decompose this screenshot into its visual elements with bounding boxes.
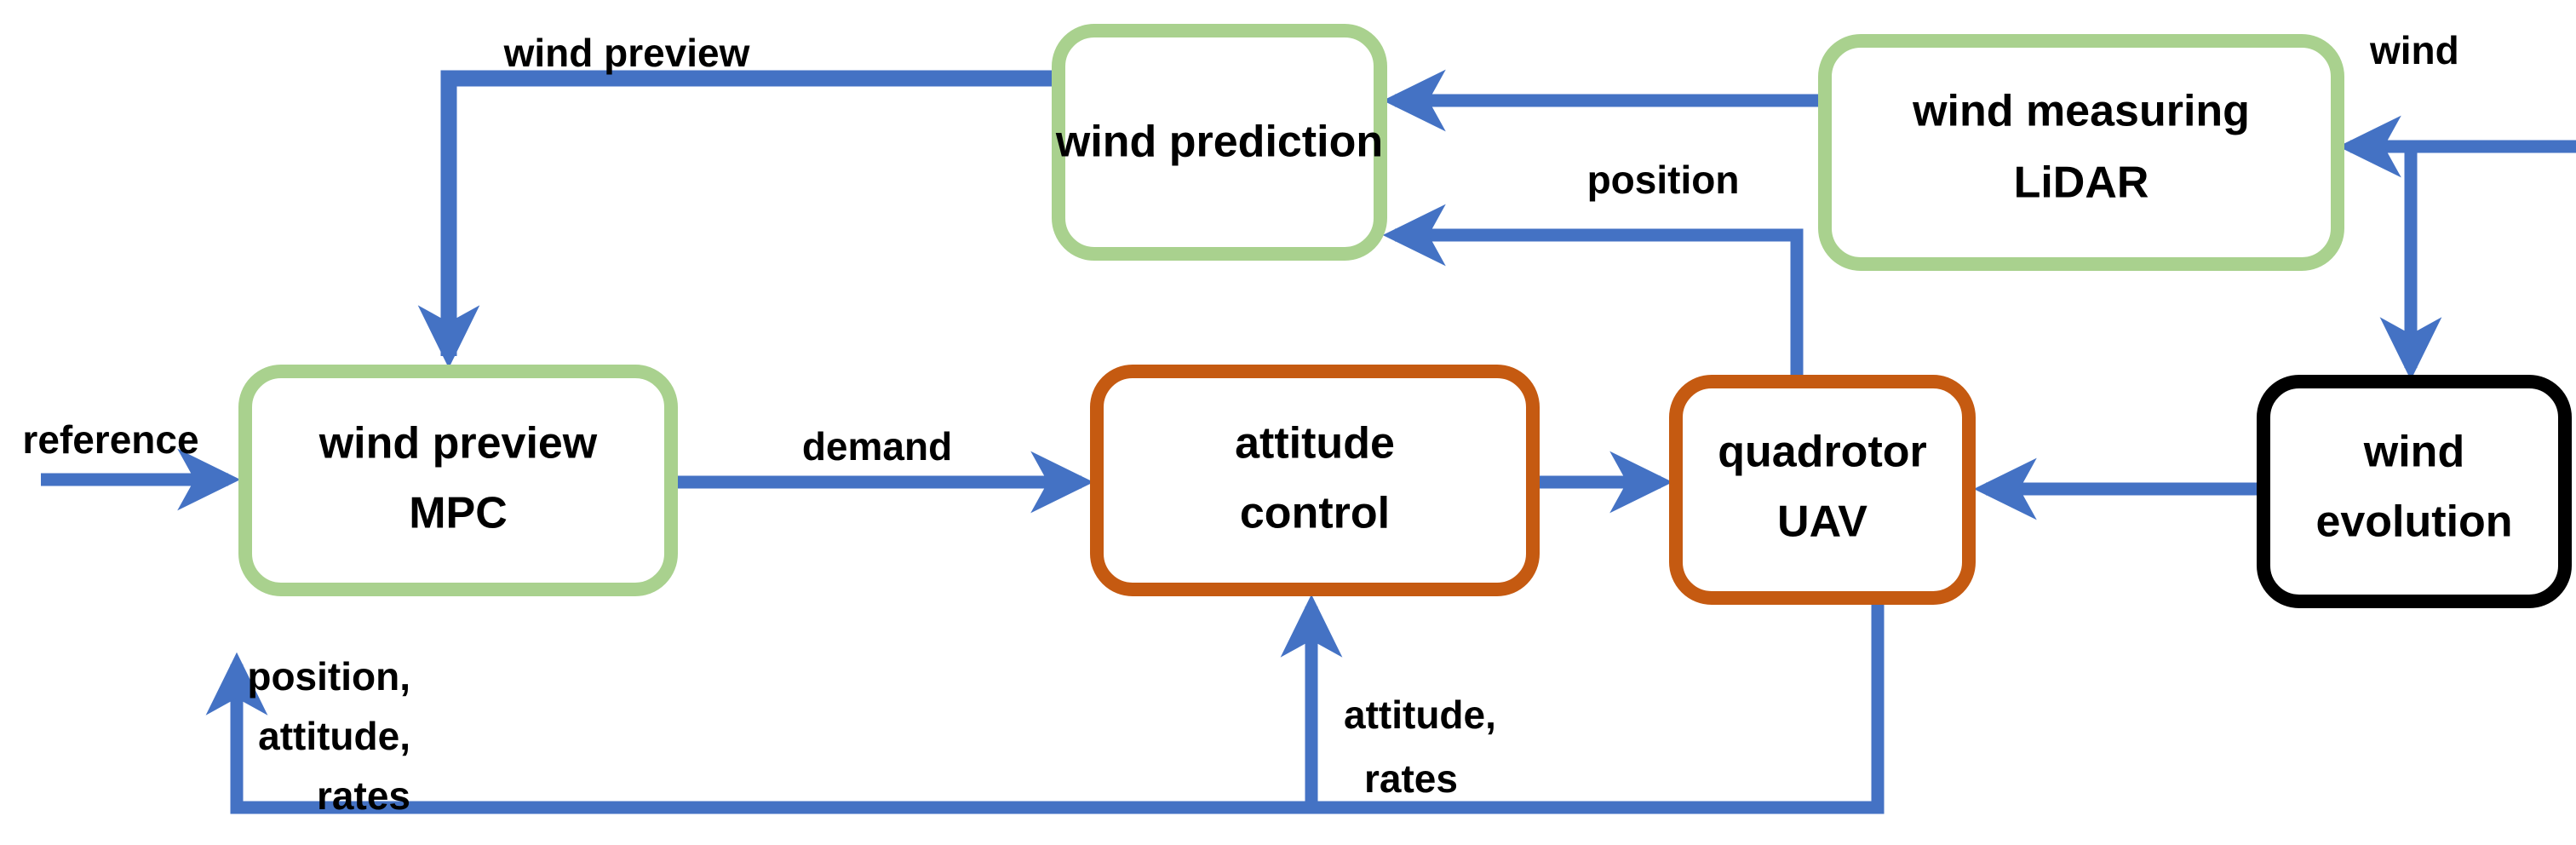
block-wind-measuring-lidar-label-1: wind measuring <box>1912 87 2250 136</box>
block-wind-measuring-lidar-label-2: LiDAR <box>2014 158 2149 208</box>
block-wind-preview-mpc-border <box>238 365 678 596</box>
block-quadrotor-uav-border <box>1669 375 1976 605</box>
signal-label-inner-attitude: attitude, <box>1344 693 1496 737</box>
signal-label-inner-rates: rates <box>1364 756 1458 801</box>
signal-label-wind-preview: wind preview <box>503 31 750 75</box>
block-attitude-control[interactable]: attitude control <box>1090 365 1540 596</box>
block-wind-prediction-label-1: wind prediction <box>1055 118 1383 167</box>
block-wind-preview-mpc[interactable]: wind preview MPC <box>238 365 678 596</box>
block-quadrotor-uav-label-2: UAV <box>1777 497 1867 547</box>
signal-label-feedback-attitude: attitude, <box>258 714 410 758</box>
block-wind-evolution-label-2: evolution <box>2315 497 2512 547</box>
block-wind-evolution[interactable]: wind evolution <box>2257 375 2572 608</box>
connection-prediction-to-mpc <box>417 70 1059 369</box>
block-wind-prediction[interactable]: wind prediction <box>1052 24 1387 261</box>
block-quadrotor-uav[interactable]: quadrotor UAV <box>1669 375 1976 605</box>
signal-label-position: position <box>1587 158 1740 202</box>
signal-label-reference: reference <box>22 417 198 462</box>
signal-label-demand: demand <box>802 424 952 468</box>
connection-quadrotor-feedback-bus <box>205 598 1885 814</box>
signal-label-feedback-position: position, <box>247 654 410 698</box>
block-wind-preview-mpc-label-1: wind preview <box>318 419 598 468</box>
block-attitude-control-border <box>1090 365 1540 596</box>
block-wind-measuring-lidar-border <box>1818 34 2344 271</box>
block-wind-preview-mpc-label-2: MPC <box>409 489 508 538</box>
connection-quadrotor-to-prediction <box>1382 204 1804 382</box>
signal-label-wind: wind <box>2369 28 2459 72</box>
block-wind-measuring-lidar[interactable]: wind measuring LiDAR <box>1818 34 2344 271</box>
block-wind-prediction-border <box>1052 24 1387 261</box>
block-attitude-control-label-2: control <box>1240 489 1390 538</box>
block-wind-evolution-label-1: wind <box>2363 428 2464 477</box>
block-quadrotor-uav-label-1: quadrotor <box>1718 428 1927 477</box>
signal-label-feedback-rates: rates <box>317 773 410 818</box>
block-attitude-control-label-1: attitude <box>1235 419 1395 468</box>
block-wind-evolution-border <box>2257 375 2572 608</box>
